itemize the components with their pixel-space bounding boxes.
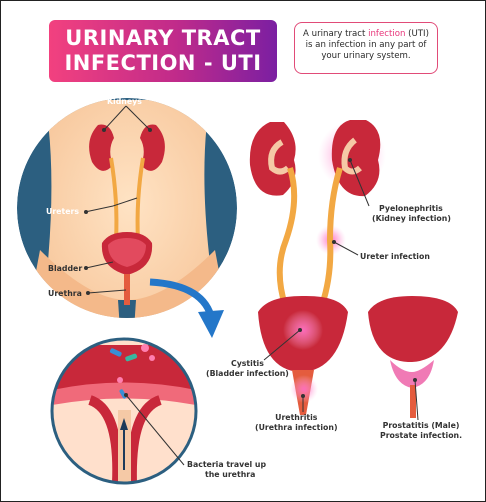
label-kidneys: Kidneys <box>107 97 142 106</box>
label-bacteria: Bacteria travel up the urethra <box>187 460 267 479</box>
label-pyelonephritis: Pyelonephritis (Kidney infection) <box>372 204 451 223</box>
label-bladder: Bladder <box>48 264 83 273</box>
label-urethritis: Urethritis (Urethra infection) <box>255 413 338 432</box>
title-banner: URINARY TRACT INFECTION - UTI <box>49 20 277 82</box>
kidney-left-body <box>89 124 114 171</box>
definition-box: A urinary tract infection (UTI) is an in… <box>294 22 438 74</box>
label-cystitis: Cystitis (Bladder infection) <box>206 359 289 378</box>
title-line-1: URINARY TRACT <box>65 26 261 50</box>
title-line-2: INFECTION - UTI <box>64 51 262 75</box>
definition-line-1: A urinary tract infection (UTI) <box>303 29 429 39</box>
zoom-circle <box>52 339 196 483</box>
label-ureter-infection: Ureter infection <box>360 252 430 261</box>
prostate-bladder-icon <box>368 296 458 362</box>
label-urethra: Urethra <box>48 289 82 298</box>
kidney-right-body <box>140 124 165 171</box>
definition-highlight: infection <box>368 29 406 39</box>
label-prostatitis: Prostatitis (Male) Prostate infection. <box>380 421 463 440</box>
definition-line-3: your urinary system. <box>321 51 411 61</box>
label-ureters: Ureters <box>46 207 79 216</box>
definition-line-2: is an infection in any part of <box>305 40 427 50</box>
kidney-right-icon <box>331 120 381 197</box>
